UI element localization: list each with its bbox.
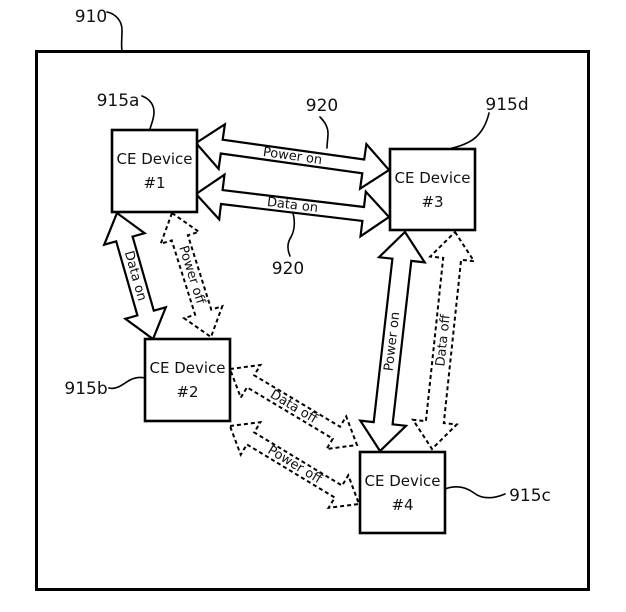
ref-label-915a: 915a	[97, 91, 140, 111]
arrow-label-power-off-2-4: Power off	[265, 443, 325, 488]
device-3-rect	[388, 147, 477, 232]
arrow-label-power-on-3-4: Power on	[382, 311, 404, 372]
arrow-label-power-off-1-2: Power off	[175, 244, 208, 307]
arrow-label-data-on-1-3: Data on	[266, 195, 319, 216]
arrow-data-off-device2-device4	[228, 363, 359, 451]
arrow-data-off-device3-device4	[411, 230, 476, 451]
ref-label-915d: 915d	[485, 95, 528, 115]
device-2-rect	[143, 337, 232, 423]
leader-line-920-top	[319, 116, 329, 149]
device-box-3: CE Device #3	[388, 147, 477, 232]
outer-border-box	[35, 50, 590, 591]
device-1-label-line2: #1	[143, 174, 165, 192]
arrow-label-data-off-2-4: Data off	[267, 387, 320, 427]
device-1-label-line1: CE Device	[116, 150, 192, 168]
leader-line-920-bottom	[287, 212, 296, 257]
leader-line-915b	[108, 376, 146, 390]
device-2-label-line2: #2	[176, 383, 198, 401]
ref-label-915b: 915b	[64, 379, 107, 399]
arrow-label-data-off-3-4: Data off	[433, 313, 454, 367]
device-box-4: CE Device #4	[358, 450, 447, 535]
device-4-label-line1: CE Device	[364, 472, 440, 490]
leader-line-910	[106, 11, 123, 52]
device-1-rect	[110, 128, 199, 214]
ref-label-910: 910	[75, 7, 107, 27]
arrow-power-off-device2-device4	[228, 420, 361, 510]
leader-line-915a	[141, 95, 155, 130]
device-box-1: CE Device #1	[110, 128, 199, 214]
ref-label-920-bottom: 920	[272, 259, 304, 279]
leader-line-915c	[444, 486, 506, 499]
ref-label-920-top: 920	[306, 96, 338, 116]
device-3-label-line2: #3	[421, 193, 443, 211]
leader-line-915d	[451, 112, 490, 149]
device-3-label-line1: CE Device	[394, 169, 470, 187]
device-4-label-line2: #4	[391, 496, 413, 514]
device-4-rect	[358, 450, 447, 535]
ref-label-915c: 915c	[509, 486, 551, 506]
device-box-2: CE Device #2	[143, 337, 232, 423]
arrow-power-off-device1-device2	[159, 211, 224, 339]
device-2-label-line1: CE Device	[149, 359, 225, 377]
